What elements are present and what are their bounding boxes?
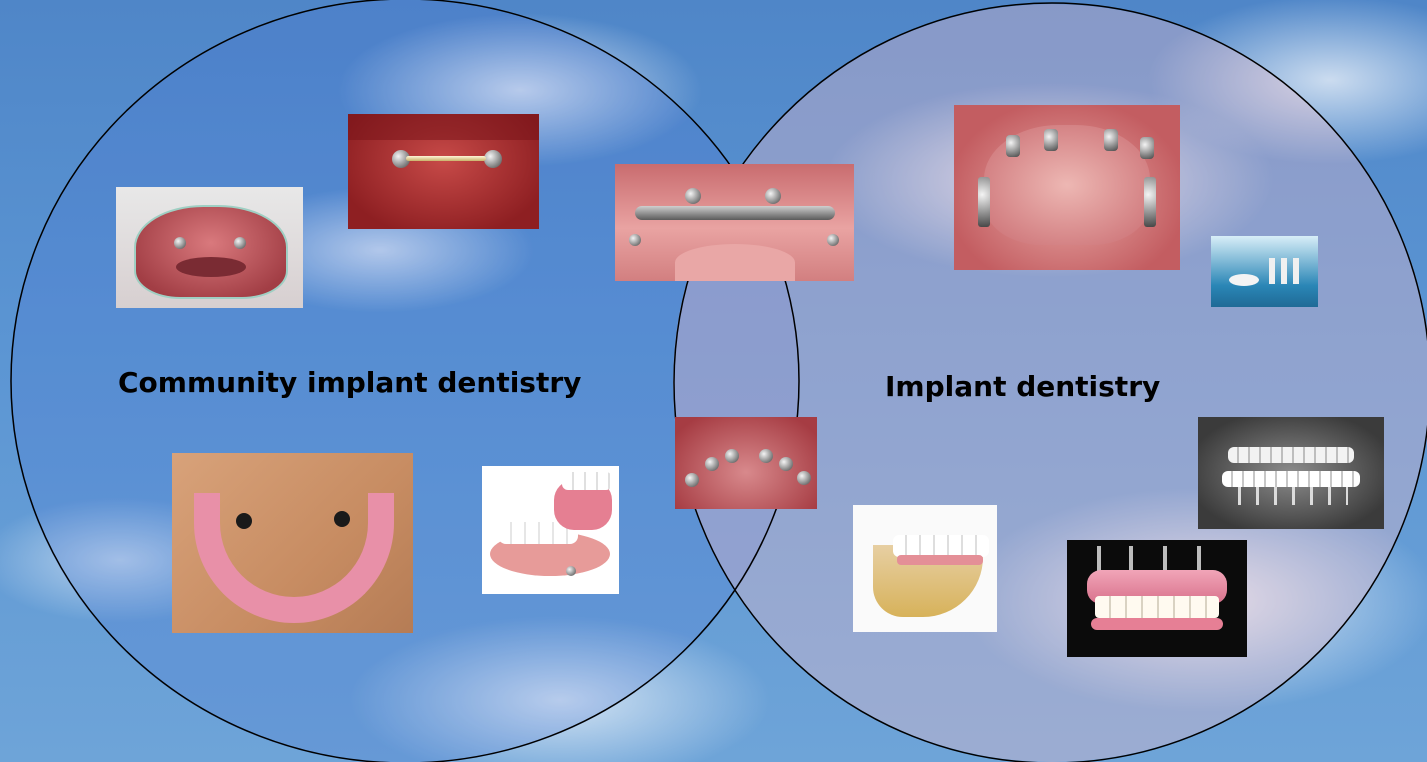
maxillary-implants-photo (954, 105, 1180, 270)
full-arch-bridge-illustration (853, 505, 997, 632)
mandibular-bar-photo (348, 114, 539, 229)
maxillary-bar-photo (615, 164, 854, 281)
retractor-overdenture-photo (116, 187, 303, 308)
left-circle-label: Community implant dentistry (118, 366, 581, 399)
locator-abutments-photo (675, 417, 817, 509)
implant-icon-thumbnail (1211, 236, 1318, 307)
panoramic-xray (1198, 417, 1384, 529)
overdenture-illustration (482, 466, 619, 594)
horseshoe-denture-photo (172, 453, 413, 633)
right-circle-label: Implant dentistry (885, 370, 1160, 403)
all-on-six-bridge-photo (1067, 540, 1247, 657)
